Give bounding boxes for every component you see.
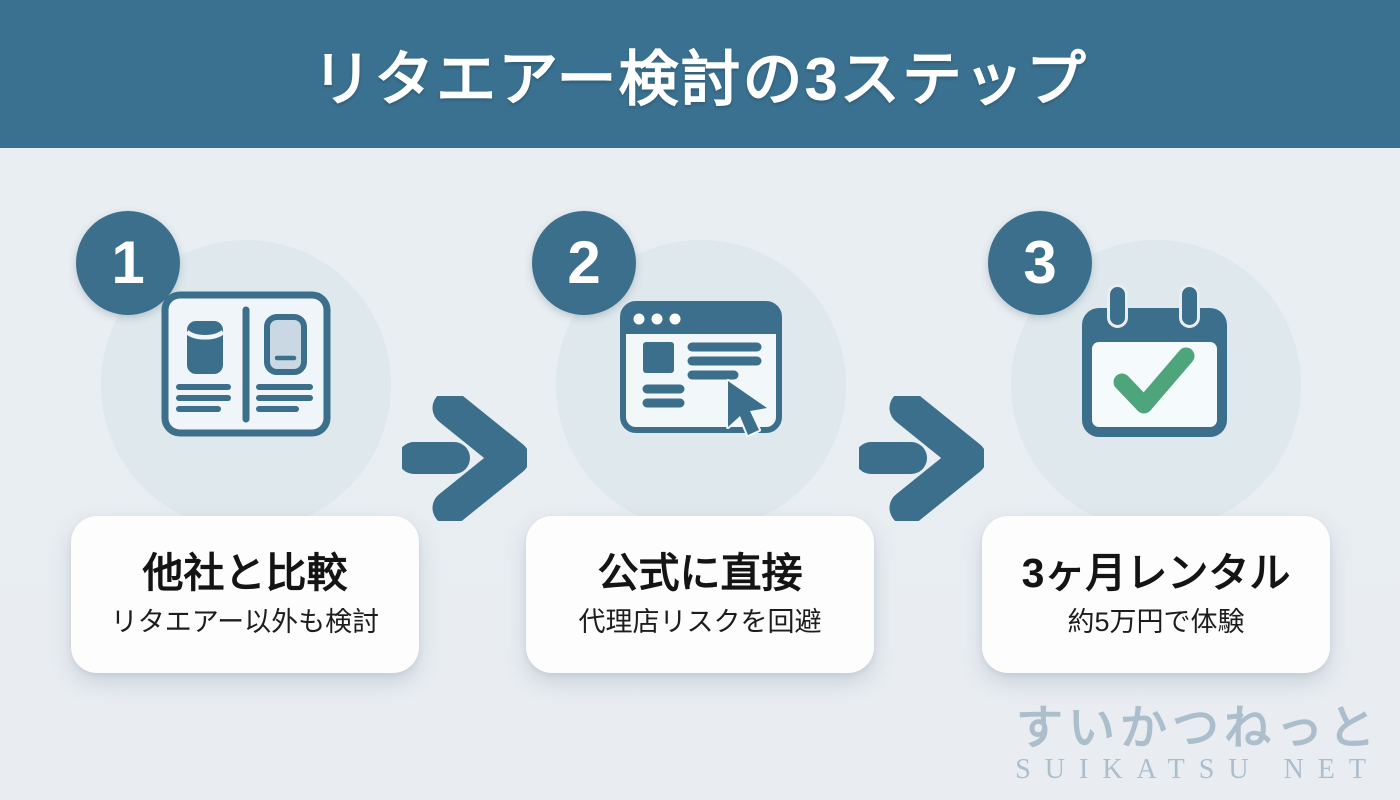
arrow-right-icon — [402, 396, 527, 521]
watermark-japanese: すいかつねっと — [1016, 701, 1380, 755]
step2-number-badge: 2 — [532, 211, 636, 315]
step3-number: 3 — [1023, 229, 1057, 296]
calendar-check-icon — [1082, 284, 1227, 437]
watermark-latin: SUIKATSU NET — [1015, 754, 1380, 786]
site-watermark: すいかつねっと SUIKATSU NET — [1015, 701, 1380, 786]
browser-click-icon — [620, 301, 782, 437]
page-title: リタエアー検討の3ステップ — [312, 45, 1088, 113]
step1-subtitle: リタエアー以外も検討 — [110, 607, 380, 638]
header-band: リタエアー検討の3ステップ — [0, 0, 1400, 148]
step1-title: 他社と比較 — [142, 550, 348, 597]
step3-card: 3ヶ月レンタル 約5万円で体験 — [982, 516, 1330, 673]
step1-number: 1 — [111, 229, 145, 296]
step2-subtitle: 代理店リスクを回避 — [578, 607, 822, 638]
step3-title: 3ヶ月レンタル — [1021, 550, 1291, 597]
step2-title: 公式に直接 — [597, 550, 803, 597]
step3-subtitle: 約5万円で体験 — [1067, 607, 1245, 638]
step3-number-badge: 3 — [988, 211, 1092, 315]
step2-card: 公式に直接 代理店リスクを回避 — [526, 516, 874, 673]
step2-number: 2 — [567, 229, 601, 296]
step1-card: 他社と比較 リタエアー以外も検討 — [71, 516, 419, 673]
arrow-right-icon — [859, 396, 984, 521]
step1-number-badge: 1 — [76, 211, 180, 315]
comparison-document-icon — [161, 291, 331, 437]
